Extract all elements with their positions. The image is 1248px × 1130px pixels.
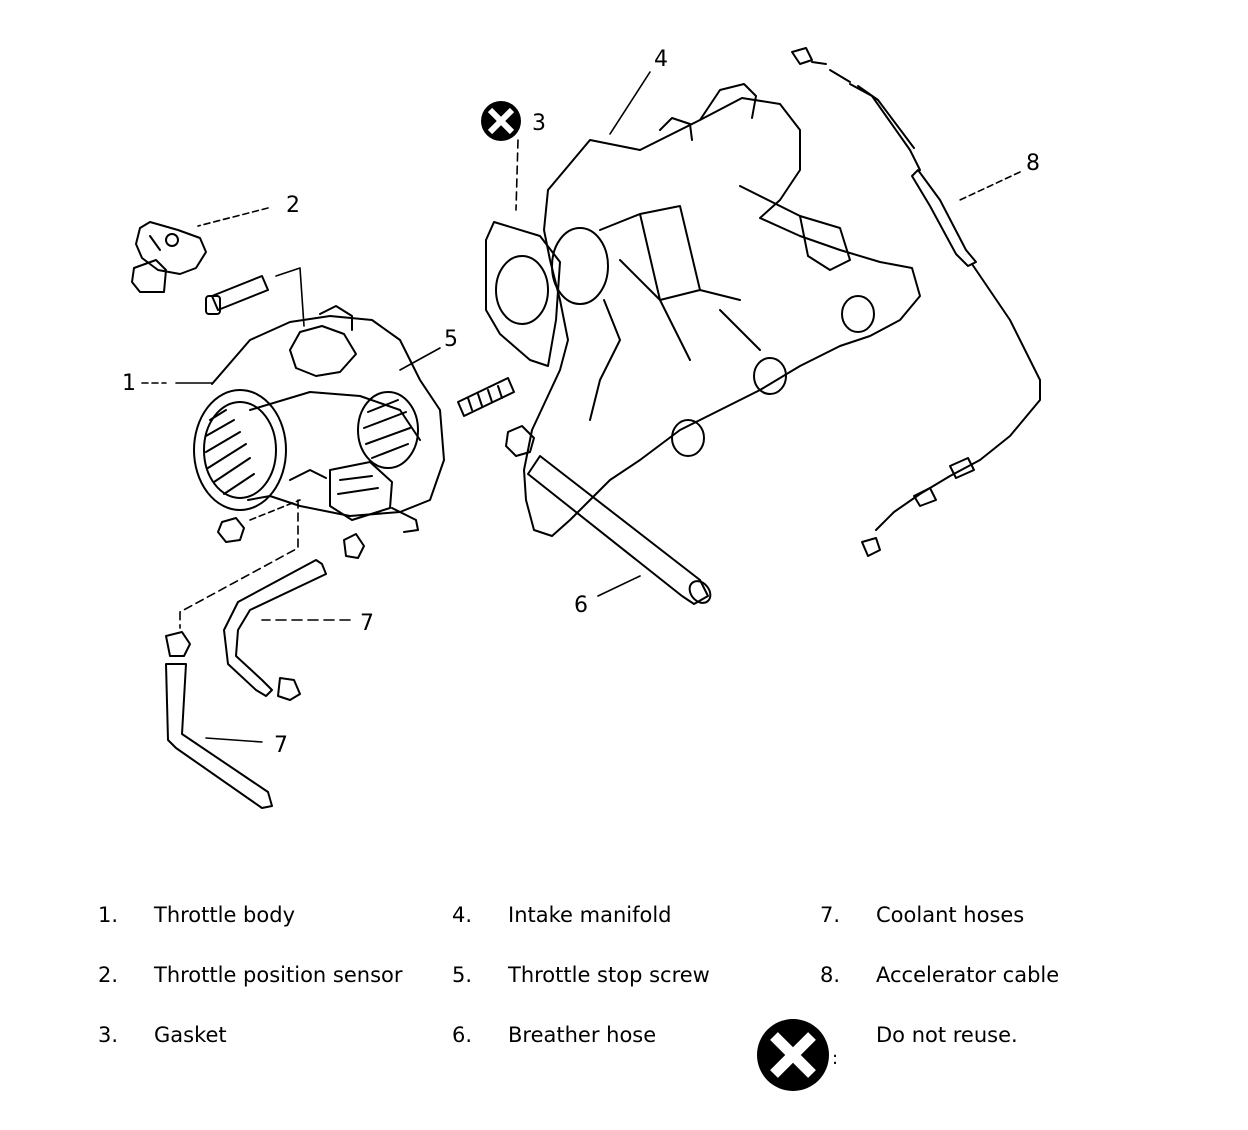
legend-label: Intake manifold [508, 903, 672, 927]
legend-label: Throttle position sensor [154, 963, 403, 987]
legend-label: Gasket [154, 1023, 227, 1047]
throttle-stop-screw-part [457, 377, 515, 417]
accelerator-cable-part [791, 47, 1041, 557]
tps-bolt [205, 275, 269, 315]
coolant-hose-upper [223, 559, 327, 701]
callout-6: 6 [574, 593, 588, 618]
intake-manifold-part [523, 83, 921, 537]
hose-clamp-upper [343, 533, 365, 559]
callout-7-upper: 7 [360, 611, 374, 636]
coolant-hose-lower [165, 631, 273, 809]
legend-num: 2. [98, 963, 119, 987]
legend-label: Throttle stop screw [508, 963, 710, 987]
legend-num: 3. [98, 1023, 119, 1047]
legend-num: 5. [452, 963, 473, 987]
callout-1: 1 [122, 371, 136, 396]
exploded-parts-diagram: 1 2 3 4 5 6 7 7 8 [122, 47, 1041, 809]
callout-3: 3 [532, 111, 546, 136]
legend-label: Coolant hoses [876, 903, 1025, 927]
callout-7-lower: 7 [274, 733, 288, 758]
breather-hose-part [505, 425, 712, 605]
legend-label: Accelerator cable [876, 963, 1060, 987]
gasket-do-not-reuse-icon [481, 101, 521, 141]
legend-label: Do not reuse. [876, 1023, 1018, 1047]
legend-num: 1. [98, 903, 119, 927]
legend-symbol-colon: : [832, 1048, 839, 1069]
throttle-body-nut [217, 517, 245, 543]
callout-8: 8 [1026, 151, 1040, 176]
leader-lines [141, 71, 1021, 743]
x-circle-icon [757, 1019, 829, 1091]
throttle-body-part [193, 305, 445, 533]
legend-label: Throttle body [154, 903, 295, 927]
callout-5: 5 [444, 327, 458, 352]
gasket-part [485, 221, 561, 367]
legend-label: Breather hose [508, 1023, 657, 1047]
throttle-position-sensor-part [131, 221, 207, 293]
legend-num: 4. [452, 903, 473, 927]
legend-item-do-not-reuse: Do not reuse. [876, 1022, 1018, 1048]
legend-num: 8. [820, 963, 841, 987]
legend-num: 6. [452, 1023, 473, 1047]
callout-4: 4 [654, 47, 668, 72]
callout-2: 2 [286, 193, 300, 218]
legend-num: 7. [820, 903, 841, 927]
